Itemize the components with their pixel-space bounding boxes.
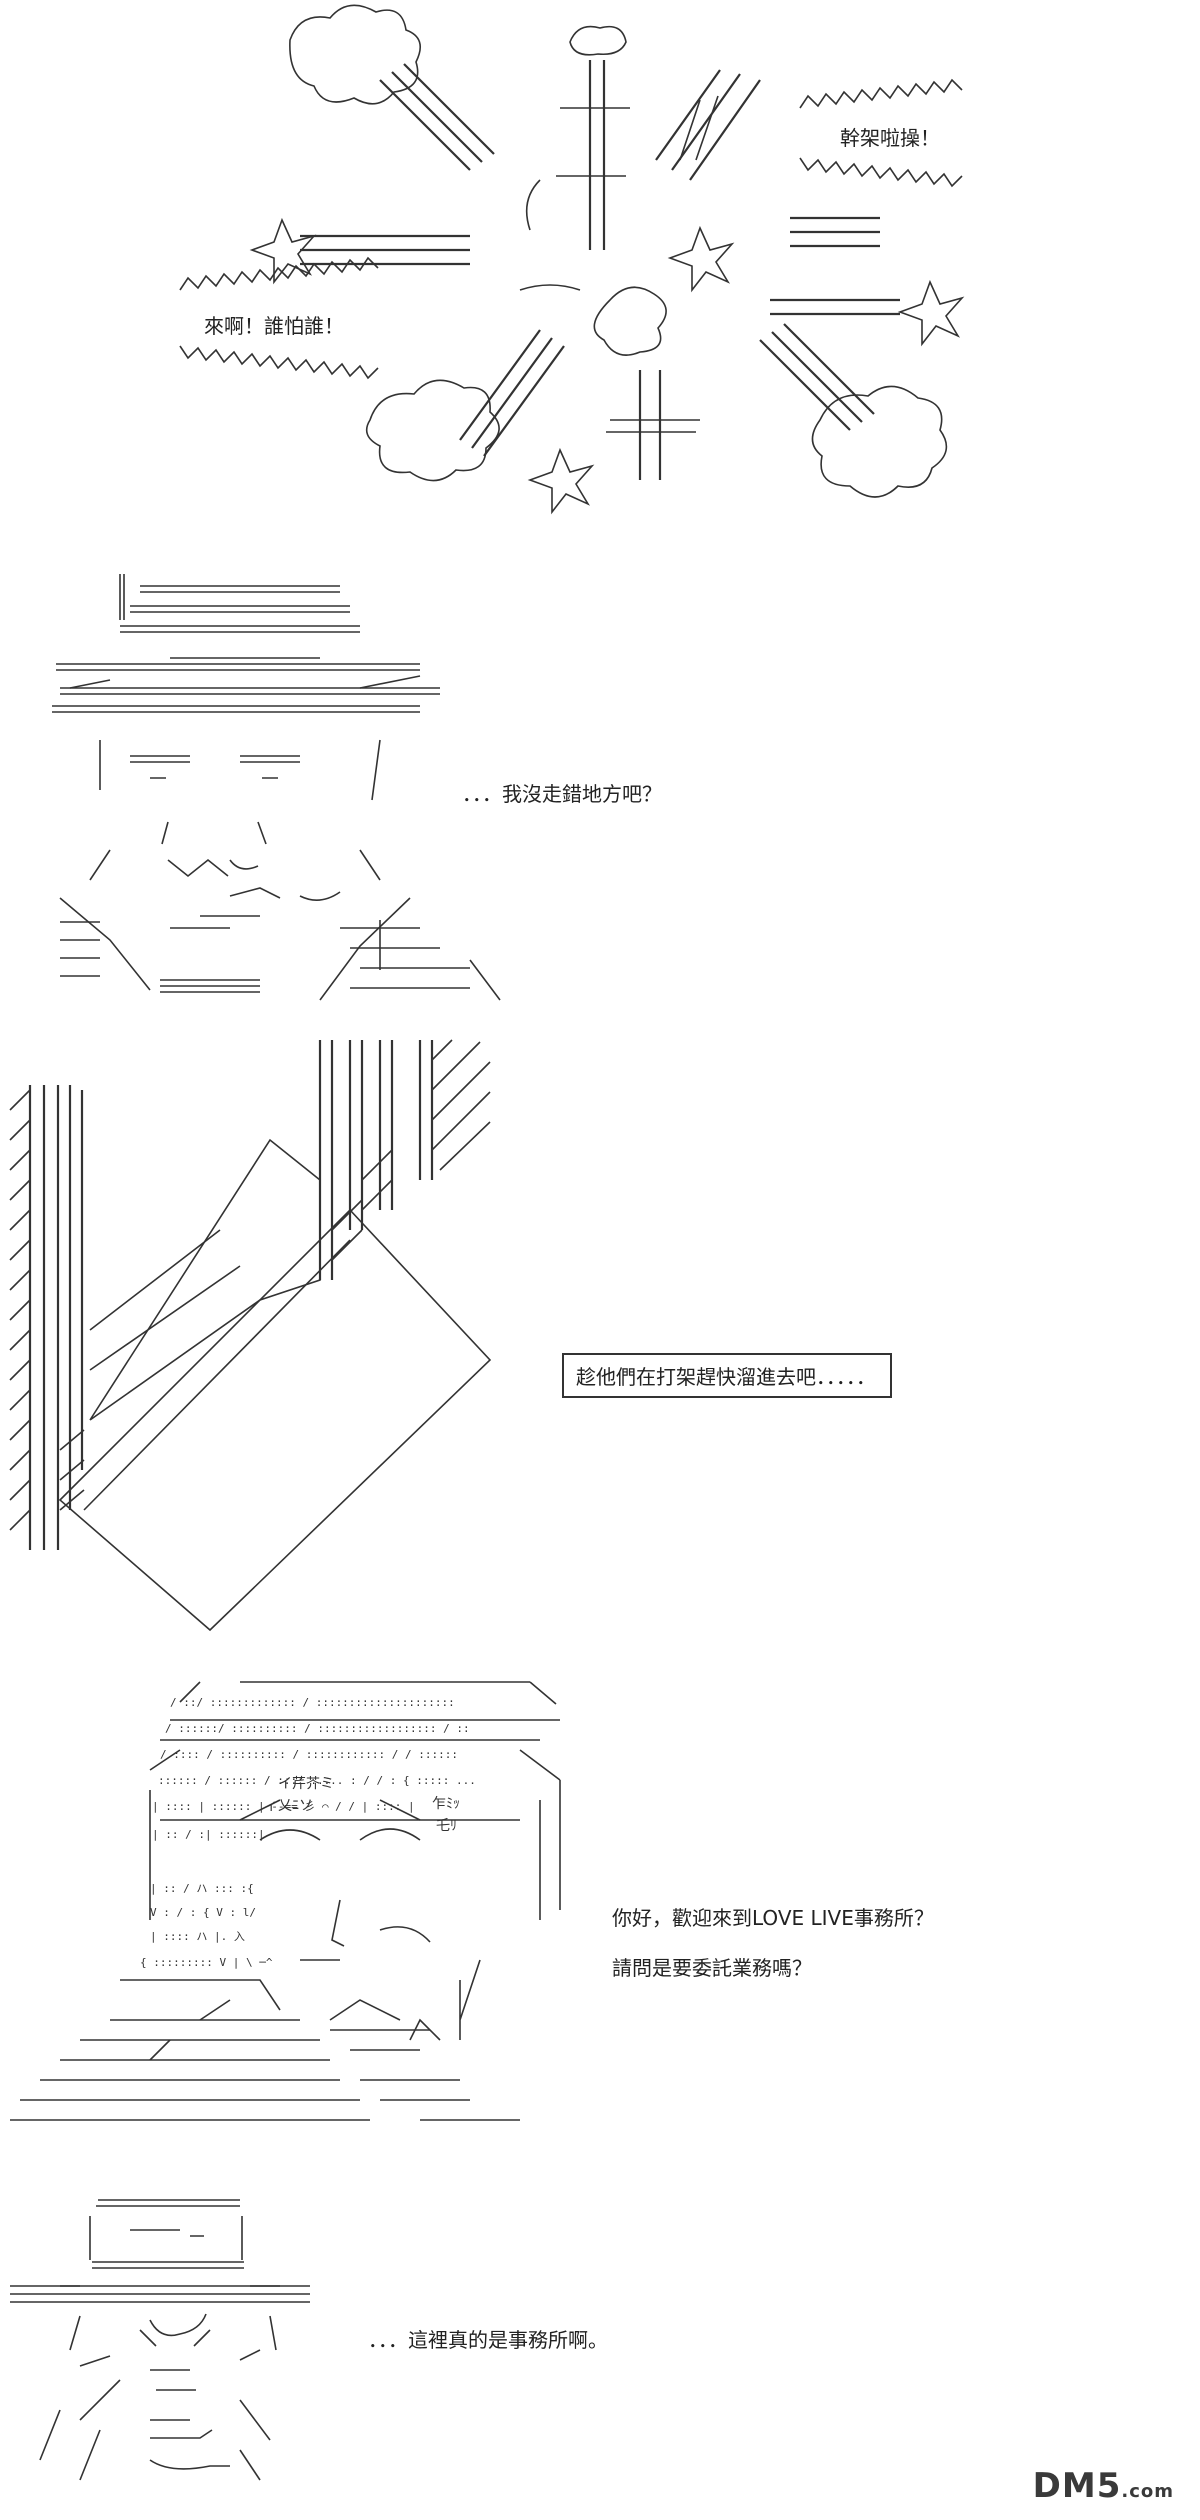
office-girl-line-2: 請問是要委託業務嗎？	[612, 1952, 812, 1981]
art-label-2: ィ乂ﾆソ	[264, 1798, 313, 1814]
hat-man-small-ascii-art	[0, 2190, 1200, 2490]
art-label-4: 乇ﾘ	[436, 1818, 457, 1834]
panel-building: 趁他們在打架趕快溜進去吧．．．．．	[0, 1030, 1200, 1650]
panel-hat-man: ．．．我沒走錯地方吧？	[0, 560, 1200, 1020]
building-ascii-art	[0, 1030, 1200, 1650]
svg-text:/ ::/ ::::::::::::: / ::::::::: / ::/ ::::::::::::: / ::::::::::::::::::…	[170, 1696, 455, 1709]
svg-text:| :: / ハ ::: :{: | :: / ハ ::: :{	[150, 1882, 254, 1895]
hat-man-ascii-art	[0, 560, 1200, 1020]
svg-text:| :: / :| ::::::|: | :: / :| ::::::|	[152, 1828, 265, 1841]
office-girl-ascii-art: / ::/ ::::::::::::: / ::::::::::::::::::…	[0, 1660, 1200, 2140]
panel-office-girl: / ::/ ::::::::::::: / ::::::::::::::::::…	[0, 1660, 1200, 2140]
office-girl-line-1-text: 你好，歡迎來到LOVE LIVE事務所？	[612, 1906, 934, 1930]
svg-text::::::: / :::::: / :::: ..... :: :::::: / :::::: / :::: ..... : / / : { :…	[158, 1774, 476, 1787]
hat-man-line-text: ．．．我沒走錯地方吧？	[462, 782, 662, 806]
svg-text:{ ::::::::: V | \ ─^: { ::::::::: V | \ ─^	[140, 1956, 273, 1969]
dm5-logo-text: DM5	[1032, 2466, 1122, 2506]
office-girl-line-1: 你好，歡迎來到LOVE LIVE事務所？	[612, 1902, 934, 1931]
dm5-logo-suffix: .com	[1121, 2481, 1174, 2502]
svg-text:| :::: | :::::: | --== 彡 ⌒ /: | :::: | :::::: | --== 彡 ⌒ / / | :::: |	[152, 1800, 415, 1813]
svg-text:| :::: ハ |. 入: | :::: ハ |. 入	[150, 1930, 245, 1943]
art-label-3: 乍ﾐｯ	[432, 1796, 460, 1812]
burst-bubble-right-outline	[0, 0, 1200, 540]
fight-cloud-ascii-art	[0, 0, 1200, 540]
hat-man-small-line-text: ．．．這裡真的是事務所啊。	[368, 2328, 608, 2352]
burst-bubble-left: 來啊！誰怕誰！	[182, 300, 366, 349]
art-label-1: イ芹芥ミ	[278, 1776, 334, 1792]
office-girl-line-2-text: 請問是要委託業務嗎？	[612, 1956, 812, 1980]
hat-man-small-line: ．．．這裡真的是事務所啊。	[368, 2324, 608, 2353]
svg-text:V : / : { V : l/: V : / : { V : l/	[150, 1906, 256, 1919]
narration-caption-text: 趁他們在打架趕快溜進去吧．．．．．	[576, 1365, 876, 1389]
panel-fight-cloud: 幹架啦操！ 來啊！誰怕誰！	[0, 0, 1200, 540]
panel-hat-man-small: ．．．這裡真的是事務所啊。	[0, 2190, 1200, 2490]
svg-text:/ :::: / :::::::::: / ::::::::: / :::: / :::::::::: / :::::::::::: / / :…	[160, 1748, 458, 1761]
hat-man-line: ．．．我沒走錯地方吧？	[462, 778, 662, 807]
dm5-watermark-logo: DM5.com	[1033, 2466, 1174, 2506]
burst-bubble-right: 幹架啦操！	[818, 112, 962, 161]
burst-right-text: 幹架啦操！	[840, 126, 940, 150]
burst-left-text: 來啊！誰怕誰！	[204, 314, 344, 338]
svg-text:/ ::::::/ :::::::::: / :::::::: / ::::::/ :::::::::: / :::::::::::::::::…	[165, 1722, 470, 1735]
narration-caption-box: 趁他們在打架趕快溜進去吧．．．．．	[562, 1353, 892, 1398]
